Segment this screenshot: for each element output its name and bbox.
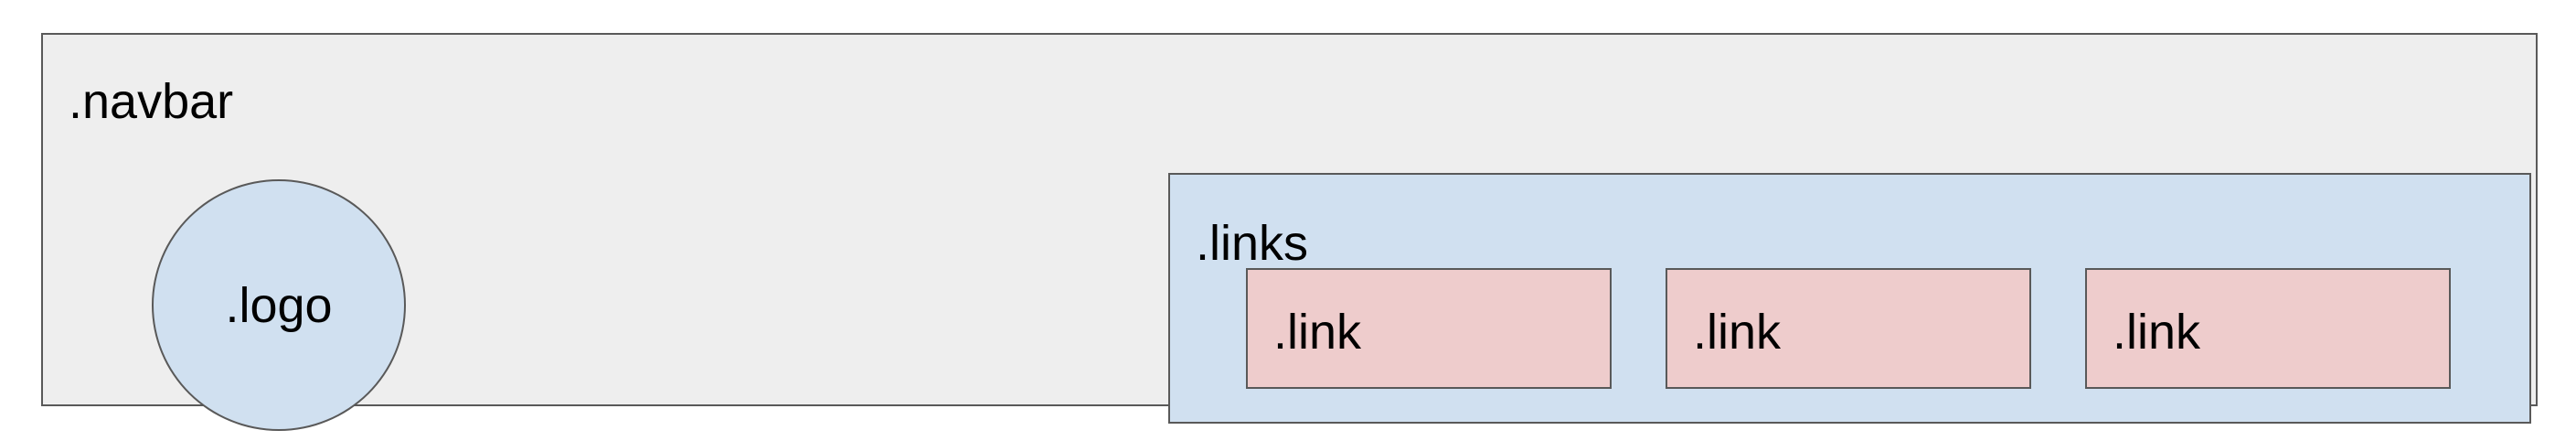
logo-circle: .logo — [152, 179, 406, 431]
link-box-2: .link — [1666, 268, 2031, 389]
link-box-3: .link — [2085, 268, 2451, 389]
navbar-box: .navbar .logo .links .link .link .link — [41, 33, 2538, 431]
link-label: .link — [2113, 305, 2201, 360]
link-label: .link — [1693, 305, 1782, 360]
link-box-1: .link — [1246, 268, 1612, 389]
links-label: .links — [1196, 216, 1309, 271]
logo-label: .logo — [225, 277, 333, 333]
link-label: .link — [1273, 305, 1362, 360]
navbar-label: .navbar — [69, 74, 234, 129]
links-box: .links .link .link .link — [1168, 173, 2531, 424]
